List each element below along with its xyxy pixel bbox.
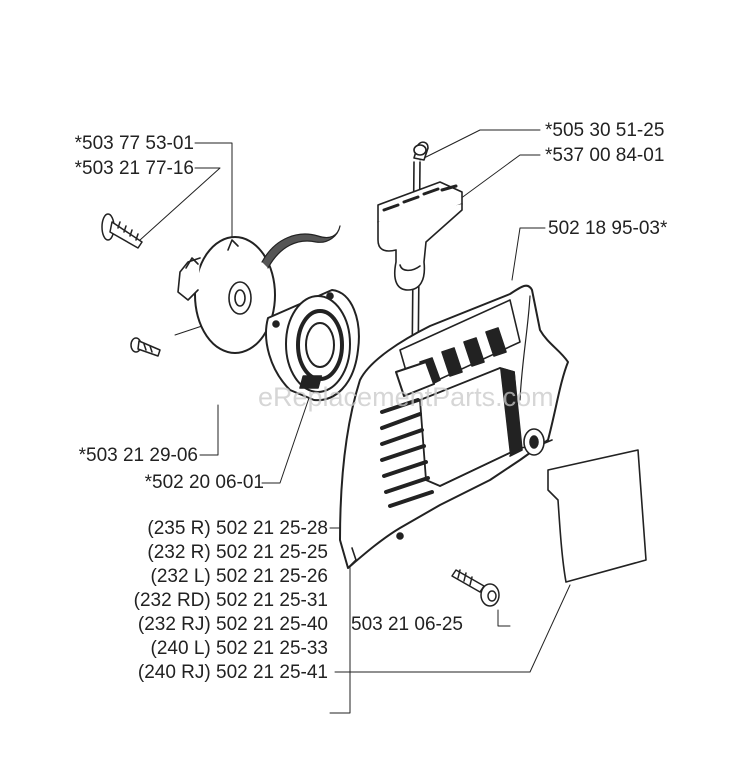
- variant-label: (232 RD) 502 21 25-31: [133, 590, 328, 611]
- variant-label: (232 R) 502 21 25-25: [147, 542, 328, 563]
- leader-lines: [139, 129, 571, 714]
- pulley-screw: [101, 213, 143, 249]
- variant-label: (235 R) 502 21 25-28: [147, 518, 328, 539]
- cover-screw: [451, 569, 500, 607]
- part-label-502-18-95-03: 502 18 95-03*: [548, 218, 668, 239]
- variant-label: (232 L) 502 21 25-26: [150, 566, 328, 587]
- part-label-505-30-51-25: *505 30 51-25: [545, 120, 665, 141]
- part-label-503-21-77-16: *503 21 77-16: [74, 158, 194, 179]
- part-label-503-77-53-01: *503 77 53-01: [74, 133, 194, 154]
- variant-label: (240 L) 502 21 25-33: [150, 638, 328, 659]
- part-label-502-20-06-01: *502 20 06-01: [144, 472, 264, 493]
- variant-label: (232 RJ) 502 21 25-40: [137, 614, 328, 635]
- part-label-503-21-29-06: *503 21 29-06: [78, 445, 198, 466]
- rope-handle: [377, 141, 463, 371]
- part-label-537-00-84-01: *537 00 84-01: [545, 145, 665, 166]
- starter-pulley: [177, 236, 276, 354]
- decal-sheet: [547, 449, 647, 583]
- part-label-503-21-06-25: 503 21 06-25: [351, 614, 463, 635]
- watermark: eReplacementParts.com: [258, 382, 554, 412]
- starter-rope: [261, 225, 341, 269]
- small-screw: [130, 337, 161, 357]
- variant-label: (240 RJ) 502 21 25-41: [137, 662, 328, 683]
- starter-cover: [299, 284, 569, 569]
